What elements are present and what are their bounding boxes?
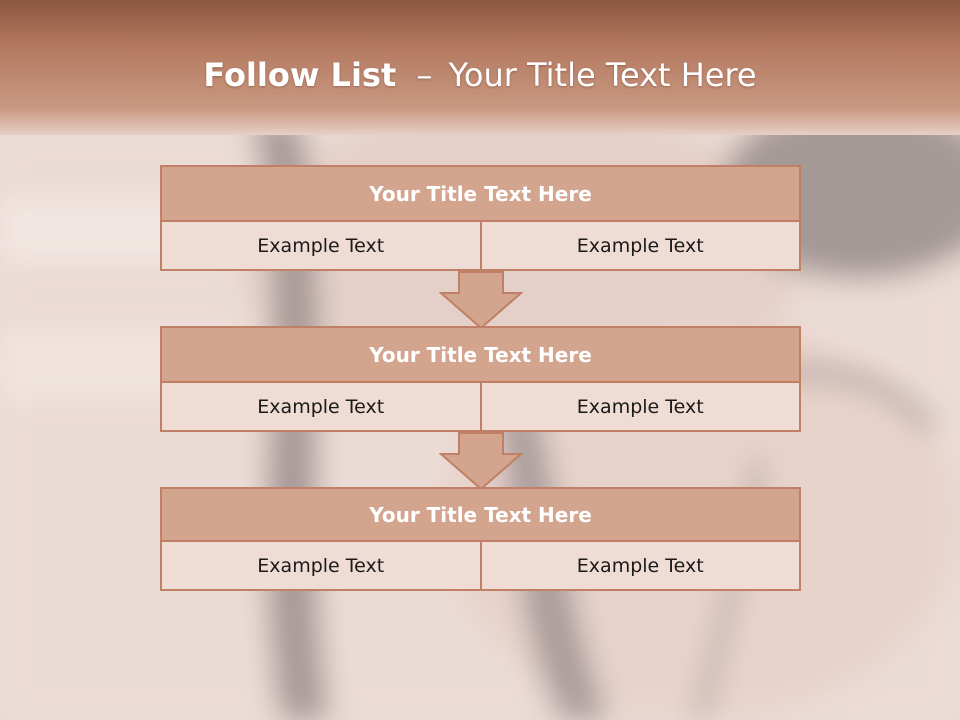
step-block-cell-left: Example Text [160,383,481,432]
step-block-title: Your Title Text Here [160,165,801,222]
step-block-2: Your Title Text Here Example Text Exampl… [160,326,801,432]
step-block-3: Your Title Text Here Example Text Exampl… [160,487,801,591]
title-bold-text: Follow List [203,56,397,94]
step-block-cell-left: Example Text [160,222,481,271]
step-block-cell-right: Example Text [480,383,801,432]
step-block-title: Your Title Text Here [160,326,801,383]
title-separator: – [416,56,433,94]
down-arrow-icon [439,271,523,329]
step-block-cell-right: Example Text [480,542,801,591]
step-block-row: Example Text Example Text [160,222,801,271]
step-block-title: Your Title Text Here [160,487,801,542]
step-block-1: Your Title Text Here Example Text Exampl… [160,165,801,271]
slide-title: Follow List – Your Title Text Here [0,56,960,94]
step-block-cell-left: Example Text [160,542,481,591]
step-block-row: Example Text Example Text [160,383,801,432]
title-rest-text: Your Title Text Here [448,56,757,94]
step-block-row: Example Text Example Text [160,542,801,591]
down-arrow-icon [439,432,523,490]
step-block-cell-right: Example Text [480,222,801,271]
